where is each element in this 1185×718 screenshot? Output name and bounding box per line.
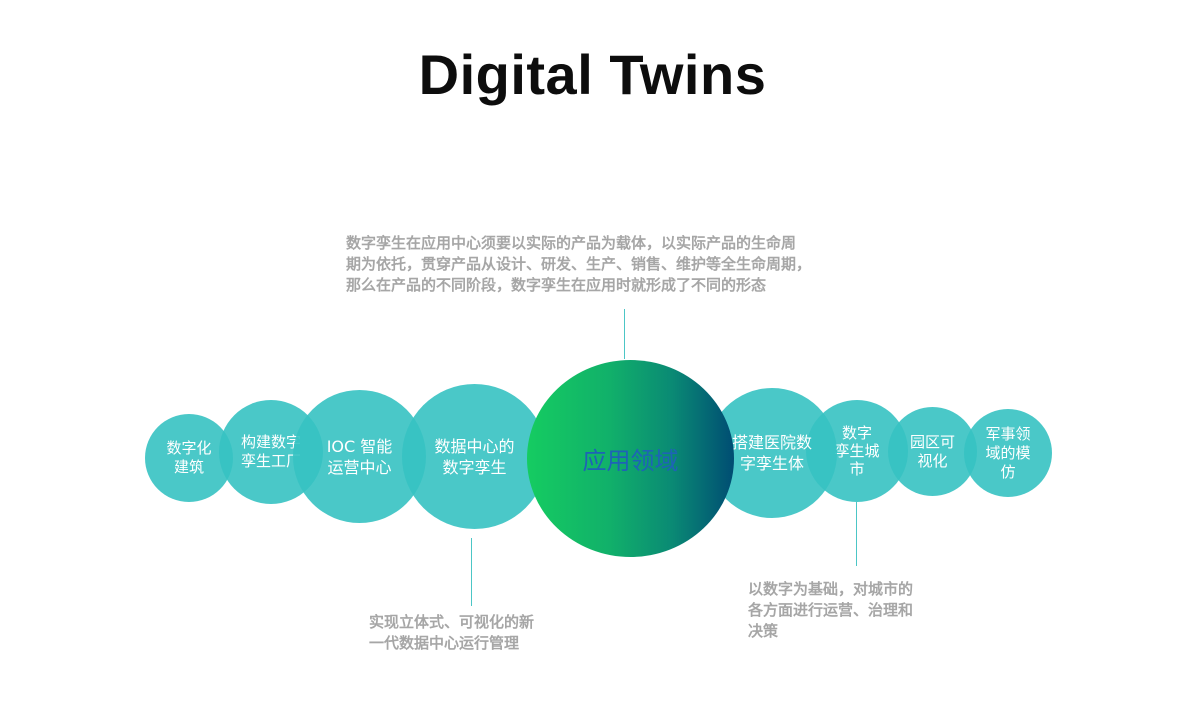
connector-top: [624, 309, 625, 359]
bubble-label: 园区可 视化: [909, 432, 955, 470]
bubble-label: IOC 智能 运营中心: [326, 436, 393, 477]
bubble-digital-building: 数字化 建筑: [145, 414, 233, 502]
bubble-ioc-center: IOC 智能 运营中心: [293, 390, 426, 523]
page-title: Digital Twins: [418, 43, 767, 106]
bubble-data-center-twin: 数据中心的 数字孪生: [402, 384, 547, 529]
bubble-label: 数字 孪生城 市: [834, 424, 880, 478]
center-circle-application-fields: 应用领域: [527, 360, 734, 557]
note-top: 数字孪生在应用中心须要以实际的产品为载体，以实际产品的生命周 期为依托，贯穿产品…: [346, 234, 812, 294]
note-bottom-left: 实现立体式、可视化的新 一代数据中心运行管理: [369, 613, 535, 652]
connector-bottom-left: [471, 538, 472, 606]
bubble-label: 构建数字 孪生工厂: [240, 433, 301, 470]
note-bottom-right: 以数字为基础，对城市的 各方面进行运营、治理和 决策: [748, 580, 914, 640]
center-label: 应用领域: [582, 447, 679, 475]
bubble-label: 数据中心的 数字孪生: [434, 436, 515, 477]
bubble-label: 数字化 建筑: [166, 439, 212, 476]
bubble-military-simulation: 军事领 域的模 仿: [964, 409, 1052, 497]
bubble-label: 军事领 域的模 仿: [985, 424, 1031, 481]
bubble-label: 搭建医院数 字孪生体: [731, 433, 812, 473]
connector-bottom-right: [856, 502, 857, 566]
